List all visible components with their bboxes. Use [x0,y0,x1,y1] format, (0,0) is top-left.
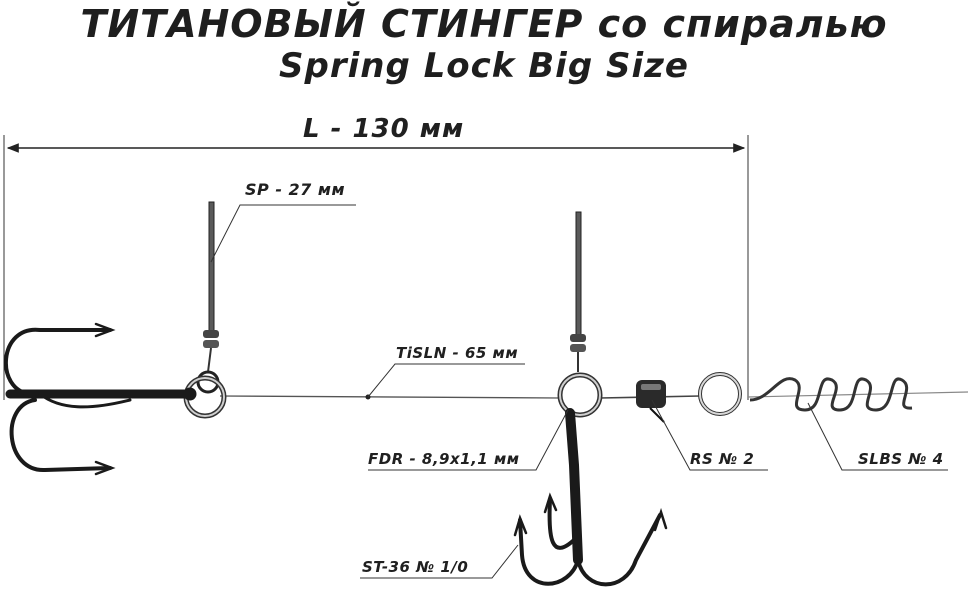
bottom-treble-hook [513,408,668,587]
left-treble-hook [4,322,197,476]
slbs-label: SLBS № 4 [858,450,944,468]
tisln-label: TiSLN - 65 мм [396,344,519,362]
fdr-label: FDR - 8,9x1,1 мм [368,450,520,468]
rs-stopper [636,380,666,423]
center-pin [570,211,586,372]
rs-label: RS № 2 [690,450,755,468]
title-line-2: Spring Lock Big Size [279,46,689,86]
sp-pin [196,201,220,394]
length-label: L - 130 мм [303,114,465,144]
titanium-leader [219,391,968,400]
length-dimension [3,135,749,400]
slbs-spiral [749,377,913,412]
sp-label: SP - 27 мм [245,180,346,199]
right-split-ring [698,372,742,416]
st-label: ST-36 № 1/0 [362,558,469,576]
title-line-1: ТИТАНОВЫЙ СТИНГЕР со спиралью [80,2,888,46]
center-split-ring [557,372,603,418]
label-leaders [210,204,948,579]
